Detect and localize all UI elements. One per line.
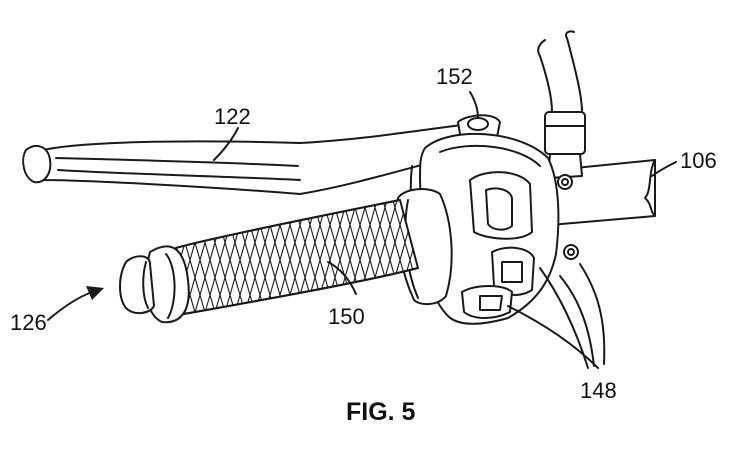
bar-end-cap — [119, 255, 155, 314]
label-106: 106 — [680, 148, 717, 173]
upper-switch — [469, 171, 533, 240]
label-148: 148 — [580, 378, 617, 403]
screw-lower — [563, 244, 579, 260]
bottom-button — [461, 285, 513, 319]
knurl-line — [389, 200, 418, 314]
leader-lines — [213, 91, 677, 369]
figure-caption: FIG. 5 — [346, 398, 416, 426]
label-126: 126 — [10, 310, 47, 335]
label-152: 152 — [436, 64, 473, 89]
pivot-bolt — [467, 117, 489, 131]
control-cable — [537, 30, 586, 179]
label-150: 150 — [328, 304, 365, 329]
screw-upper — [557, 174, 573, 190]
label-122: 122 — [214, 104, 251, 129]
assembly-arrow — [47, 286, 104, 321]
